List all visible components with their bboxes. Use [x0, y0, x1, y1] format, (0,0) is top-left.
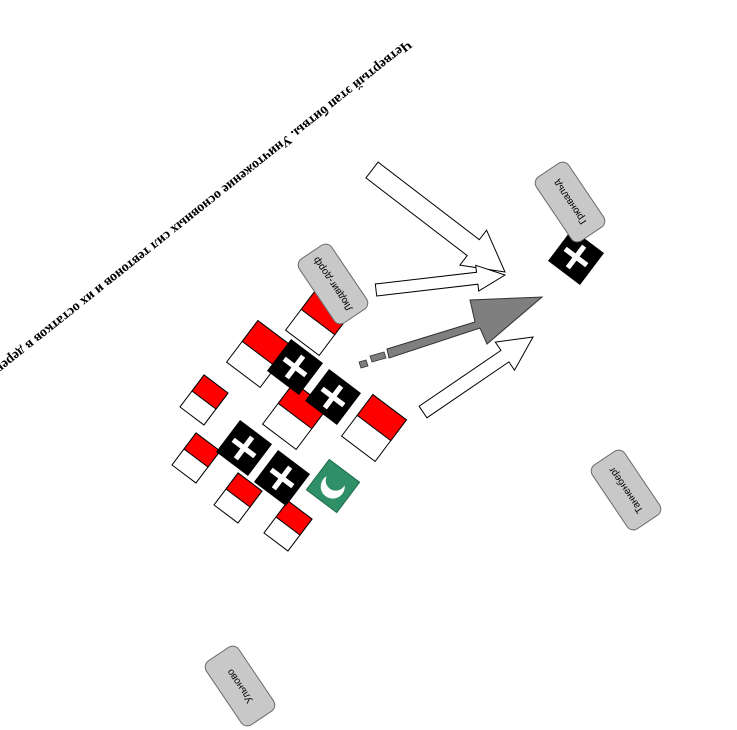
- tatar-unit: [305, 458, 361, 514]
- cross-icon: [320, 384, 346, 410]
- teutonic-unit-1: [266, 338, 324, 396]
- attack-arrow-south: [418, 336, 534, 419]
- teutonic-unit-2: [304, 368, 362, 426]
- cross-icon: [269, 465, 295, 491]
- main-attack-arrow: [358, 296, 544, 369]
- cross-icon: [563, 244, 589, 270]
- attack-arrows: [358, 161, 544, 419]
- teutonic-unit-grunwald: [547, 228, 605, 286]
- allied-unit-6: [171, 432, 221, 484]
- allied-unit-7: [213, 472, 263, 524]
- attack-arrow-north: [365, 161, 506, 273]
- attack-arrow-center: [374, 264, 507, 297]
- cross-icon: [282, 354, 308, 380]
- allied-unit-5: [179, 374, 229, 426]
- army-units: [171, 228, 605, 552]
- teutonic-unit-4: [253, 449, 311, 507]
- cross-icon: [231, 435, 257, 461]
- allied-unit-8: [263, 500, 313, 552]
- teutonic-unit-3: [215, 419, 273, 477]
- allied-unit-4: [340, 393, 408, 463]
- crescent-icon: [320, 476, 345, 499]
